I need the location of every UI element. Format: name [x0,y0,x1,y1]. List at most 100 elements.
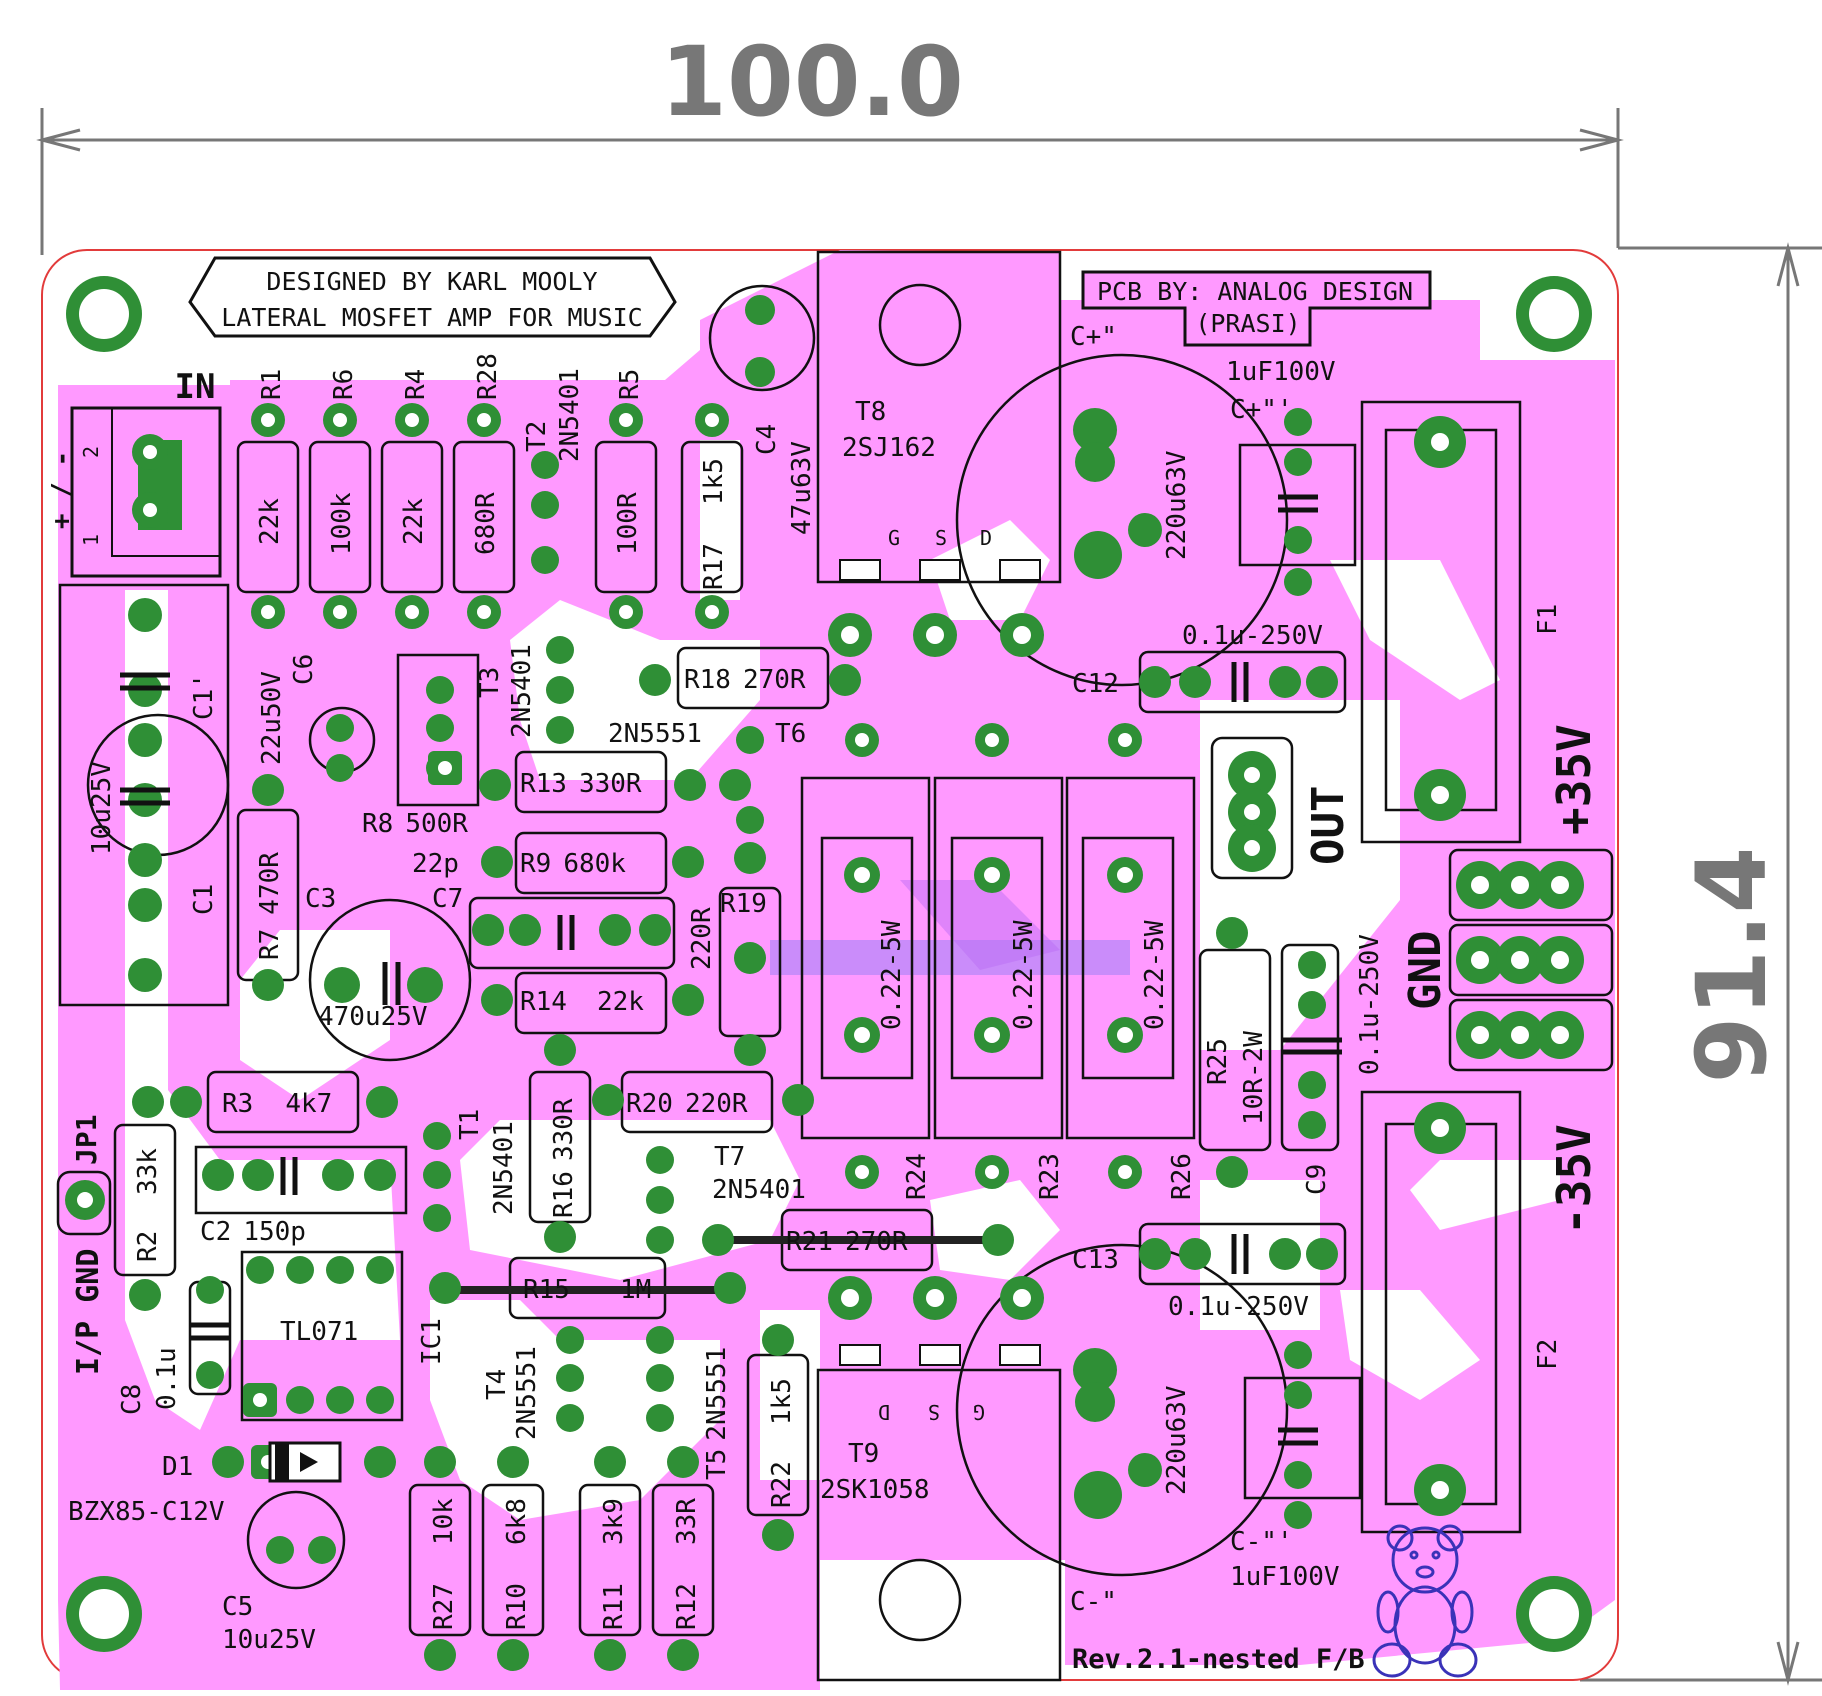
r8-ref: R8 [362,809,393,839]
r18-value: 270R [743,665,806,695]
r8-label: R8 500R [362,809,468,839]
teddy-bear-logo [1372,1524,1478,1678]
r17-value: 1k5 [699,458,729,505]
r14-value: 22k [597,987,644,1017]
t8-drain-label: D [980,526,992,550]
r20-value: 220R [685,1089,748,1119]
height-dimension: 91.4 [1676,847,1788,1084]
revision-label: Rev.2.1-nested F/B [1072,1644,1365,1675]
r13-ref: R13 [520,769,567,799]
r1-value: 22k [255,498,285,545]
t7-ref: T7 [714,1142,745,1172]
r11-ref: R11 [599,1583,629,1630]
cminus-ref: C-" [1070,1587,1117,1617]
r27-ref: R27 [429,1583,459,1630]
r9-value: 680k [563,849,626,879]
ic1-ref: IC1 [417,1318,447,1365]
t5-value: 2N5551 [702,1347,732,1441]
t4-value: 2N5551 [512,1346,542,1440]
c3-value: 470u25V [318,1002,428,1032]
capacitor-symbols [120,494,1342,1446]
r1-ref: R1 [257,369,287,400]
t8-ref: T8 [855,397,886,427]
c5-value: 10u25V [222,1625,316,1655]
r6-value: 100k [327,492,357,555]
cplus-small-value: 1uF100V [1226,357,1336,387]
jp1-label: JP1 [70,1114,103,1165]
r6-ref: R6 [329,369,359,400]
r11-value: 3k9 [599,1498,629,1545]
t5-label: T5 2N5551 [702,1347,732,1480]
t7-value: 2N5401 [712,1175,806,1205]
r2-ref: R2 [133,1231,163,1262]
mosfet-tabs [839,559,1041,1366]
title-line-2: LATERAL MOSFET AMP FOR MUSIC [221,303,642,332]
t2-value: 2N5401 [555,368,585,462]
r26-value: 0.22-5W [1140,920,1170,1030]
cplus-ref: C+" [1070,322,1117,352]
r16-ref: R16 [549,1171,579,1218]
d1-value: BZX85-C12V [68,1497,225,1527]
c13-value: 0.1u-250V [1168,1292,1309,1322]
r23-ref: R23 [1035,1153,1065,1200]
r19-ref: R19 [720,889,767,919]
jumper-wires [448,1236,995,1294]
input-connector: IN + / - 2 1 [47,367,222,578]
out-label: OUT [1303,786,1354,865]
r12-value: 33R [672,1498,702,1545]
cplus-small-ref: C+"' [1230,395,1293,425]
t9-ref: T9 [848,1439,879,1469]
ic1-value: TL071 [280,1317,358,1347]
r21-ref: R21 [786,1227,833,1257]
in-label: IN [175,367,216,407]
power-labels: OUT +35V GND -35V I/P GND JP1 [70,724,1601,1375]
r13-label: R13 330R [520,769,642,799]
r25-ref: R25 [1203,1038,1233,1085]
t3-value: 2N5401 [507,644,537,738]
r13-value: 330R [579,769,642,799]
r24-ref: R24 [902,1153,932,1200]
c6-ref: C6 [289,654,319,685]
through-hole-pads [65,295,1584,1671]
t6-value: 2N5551 [608,719,702,749]
zener-diode [268,1441,342,1483]
c9-ref: C9 [1302,1164,1332,1195]
r10-ref: R10 [502,1583,532,1630]
r16-value: 330R [549,1098,579,1161]
r14-ref: R14 [520,987,567,1017]
t9-drain-label: D [878,1400,890,1424]
d1-ref: D1 [162,1452,193,1482]
title-line-1: DESIGNED BY KARL MOOLY [266,267,597,296]
c8-ref: C8 [117,1384,147,1415]
t2-ref: T2 [522,421,552,452]
r22-value: 1k5 [767,1378,797,1425]
r7-label: R7470R [255,852,285,960]
r26-ref: R26 [1167,1153,1197,1200]
credit-line-2: (PRASI) [1195,309,1300,338]
c1-prime-ref: C1' [189,673,219,720]
r24-value: 0.22-5W [877,920,907,1030]
width-dimension: 100.0 [660,26,964,138]
r19-value: 220R [687,907,717,970]
c13-ref: C13 [1072,1245,1119,1275]
cminus-small-value: 1uF100V [1230,1562,1340,1592]
t3-ref: T3 [475,667,505,698]
c8-value: 0.1u [152,1347,182,1410]
cplus-value: 220u63V [1162,450,1192,560]
c6-value: 22u50V [257,671,287,765]
c4-value: 47u63V [787,441,817,535]
r3-value: 4k7 [285,1089,332,1119]
t5-ref: T5 [702,1449,732,1480]
t8-gate-label: G [888,526,900,550]
t8-source-label: S [935,526,947,550]
c2-ref: C2 [200,1217,231,1247]
mounting-holes [66,276,1592,1652]
r14-label: R14 22k [520,987,644,1017]
r8-value: 500R [405,809,468,839]
r4-ref: R4 [401,369,431,400]
cminus-value: 220u63V [1162,1385,1192,1495]
